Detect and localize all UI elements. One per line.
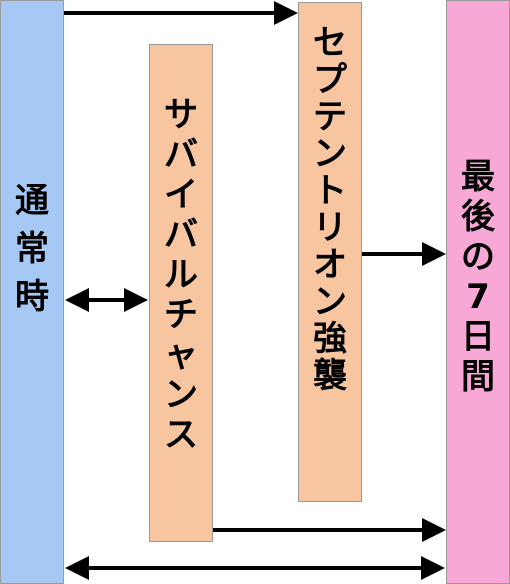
node-final-char: 最	[461, 157, 495, 197]
node-final-char: 7	[466, 277, 490, 317]
node-septentrion-assault: セ プ テ ン ト リ オ ン 強 襲	[298, 2, 362, 502]
node-survival-chance: サ バ イ バ ル チ ャ ン ス	[149, 44, 213, 542]
node-septentrion-char: リ	[313, 208, 347, 248]
node-septentrion-char: テ	[313, 97, 347, 137]
node-survival-char: サ	[164, 95, 198, 135]
node-septentrion-char: 襲	[313, 356, 347, 396]
node-normal: 通 常 時	[0, 0, 64, 584]
node-septentrion-char: セ	[313, 23, 347, 63]
node-survival-char: ン	[164, 375, 198, 415]
node-septentrion-char: ン	[313, 134, 347, 174]
node-survival-char: イ	[164, 175, 198, 215]
node-survival-char: バ	[164, 215, 198, 255]
node-final-char: 間	[461, 357, 495, 397]
node-final-char: 後	[461, 197, 495, 237]
node-final-char: 日	[461, 317, 495, 357]
node-septentrion-char: プ	[313, 60, 347, 100]
node-normal-char: 時	[15, 277, 49, 317]
node-survival-char: バ	[164, 135, 198, 175]
node-survival-char: ル	[164, 255, 198, 295]
node-survival-char: チ	[164, 295, 198, 335]
node-septentrion-char: ン	[313, 282, 347, 322]
node-septentrion-char: ト	[313, 171, 347, 211]
node-normal-char: 通	[15, 181, 49, 221]
node-septentrion-char: 強	[313, 319, 347, 359]
node-survival-char: ス	[164, 415, 198, 455]
node-final-seven-days: 最 後 の 7 日 間	[446, 0, 510, 584]
node-normal-char: 常	[15, 229, 49, 269]
node-survival-char: ャ	[164, 335, 198, 375]
node-septentrion-char: オ	[313, 245, 347, 285]
node-final-char: の	[461, 237, 495, 277]
